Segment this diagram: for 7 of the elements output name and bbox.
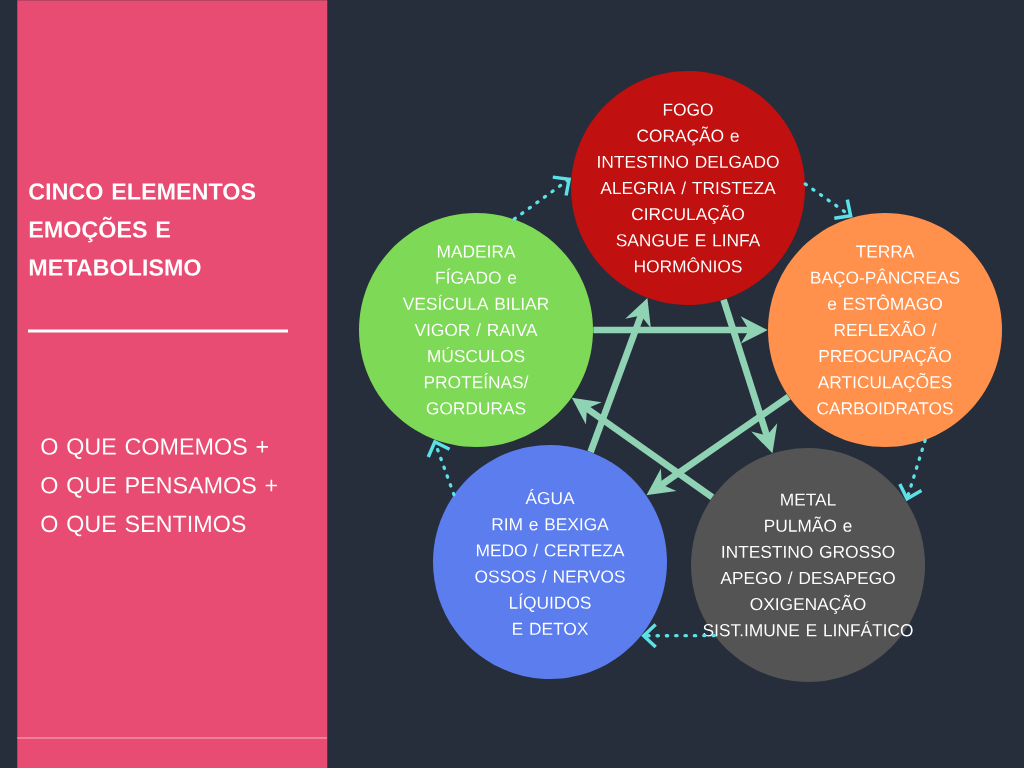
panel-text: O QUE COMEMOS + O QUE PENSAMOS + O QUE SENTIMOS xyxy=(41,438,278,537)
arrow xyxy=(898,438,927,502)
arrow xyxy=(803,182,853,220)
arrow xyxy=(512,175,572,221)
arrow xyxy=(426,439,456,497)
panel-title: CINCO ELEMENTOS EMOÇÕES E METABOLISMO xyxy=(29,183,256,276)
arrow xyxy=(641,623,717,649)
